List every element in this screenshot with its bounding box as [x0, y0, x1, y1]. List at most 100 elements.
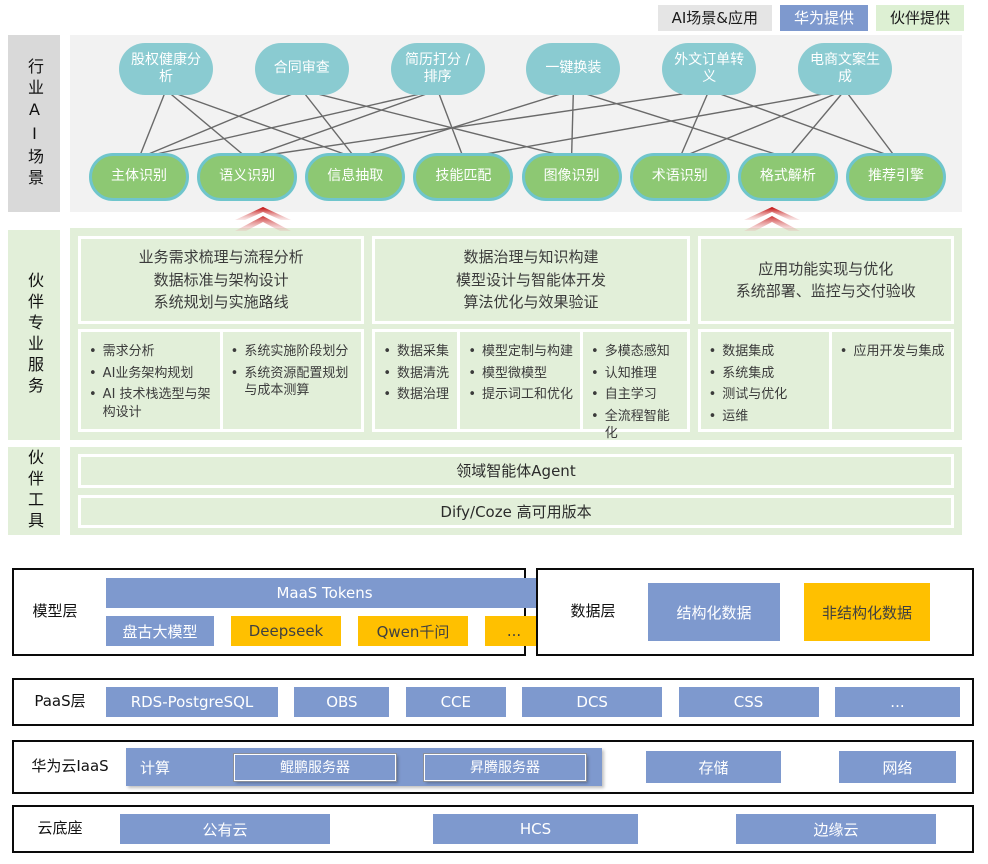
bullet-text: 多模态感知 — [604, 344, 670, 359]
partner-services-panel: 业务需求梳理与流程分析数据标准与架构设计系统规划与实施路线•需求分析•AI业务架… — [70, 228, 962, 441]
bullet-dot: • — [383, 387, 391, 403]
connection-line — [436, 89, 465, 159]
model-chip: Qwen千问 — [358, 616, 468, 646]
iaas-chip: 存储 — [646, 751, 781, 783]
connection-line — [679, 89, 710, 159]
service-group-header: 应用功能实现与优化系统部署、监控与交付验收 — [697, 236, 954, 324]
server-box: 鲲鹏服务器 — [234, 753, 396, 781]
bullet-text: 运维 — [722, 408, 749, 424]
service-column: •数据采集•数据清洗•数据治理 — [375, 332, 457, 429]
compute-bar: 计算 鲲鹏服务器昇腾服务器 — [126, 748, 602, 786]
service-group-header: 数据治理与知识构建模型设计与智能体开发算法优化与效果验证 — [372, 236, 690, 324]
bullet-text: 数据集成 — [722, 344, 775, 359]
paas-chip: OBS — [294, 687, 390, 717]
data-chip: 结构化数据 — [648, 583, 780, 641]
scenario-top-node: 外文订单转 义 — [662, 43, 757, 95]
bullet-text: 模型微模型 — [482, 365, 548, 381]
connection-line — [247, 89, 710, 159]
legend-chip-app: AI场景&应用 — [657, 5, 772, 31]
service-header-line: 数据标准与架构设计 — [153, 270, 289, 289]
bullet-dot: • — [708, 387, 717, 403]
connection-line — [165, 89, 356, 159]
service-column: • 应用开发与集成 — [828, 332, 951, 429]
bullet-item: •系统集成 — [709, 365, 825, 383]
bullet-text: AI 技术栈选型与架构设计 — [102, 387, 211, 420]
bullet-dot: • — [383, 365, 391, 381]
bullet-dot: • — [468, 344, 477, 359]
cloud-base-chip: 边缘云 — [736, 814, 936, 844]
bullet-text: AI业务架构规划 — [102, 365, 194, 381]
capability-node: 主体识别 — [89, 153, 189, 201]
connection-line — [570, 89, 575, 159]
bullet-text: 数据采集 — [397, 344, 450, 359]
connection-line — [138, 89, 303, 159]
capability-node: 技能匹配 — [413, 153, 514, 201]
bullet-item: •模型定制与构建 — [468, 343, 576, 361]
bullet-dot: • — [708, 344, 717, 359]
bullet-item: •系统实施阶段划分 — [231, 343, 358, 361]
tool-bar: 领域智能体Agent — [78, 454, 954, 488]
connection-lines-svg — [138, 89, 897, 159]
bullet-dot: • — [591, 387, 599, 403]
bullet-dot: • — [839, 344, 848, 359]
connection-line — [708, 89, 897, 159]
bullet-dot: • — [591, 365, 599, 381]
model-chip: 盘古大模型 — [106, 616, 214, 646]
bullet-dot: • — [591, 408, 599, 424]
bullet-item: •测试与优化 — [709, 386, 825, 404]
cloud-base-chip: HCS — [433, 814, 638, 844]
bullet-text: 需求分析 — [102, 344, 155, 359]
capability-node: 推荐引擎 — [845, 153, 946, 201]
server-boxes: 鲲鹏服务器昇腾服务器 — [234, 753, 586, 781]
legend-chip-huawei: 华为提供 — [779, 5, 868, 31]
bullet-item: • AI 技术栈选型与架构设计 — [89, 386, 216, 421]
bullet-text: 应用开发与集成 — [853, 344, 945, 359]
scenario-top-node: 股权健康分 析 — [119, 43, 213, 95]
cloud-base-chip: 公有云 — [120, 814, 330, 844]
connection-line — [787, 89, 846, 159]
bullet-item: • 数据集成 — [709, 343, 825, 361]
bullet-item: • 多模态感知 — [591, 343, 683, 361]
bullet-dot: • — [708, 365, 717, 381]
service-header-line: 业务需求梳理与流程分析 — [138, 248, 304, 267]
capability-node: 术语识别 — [629, 153, 730, 201]
connection-line — [301, 89, 356, 159]
service-column: •数据集成•系统集成•测试与优化•运维 — [701, 332, 829, 429]
bullet-item: • 数据治理 — [383, 386, 453, 404]
scenario-top-node: 简历打分 / 排序 — [390, 43, 485, 95]
service-columns: •数据采集•数据清洗•数据治理•模型定制与构建•模型微模型•提示词工和优化•多模… — [372, 329, 690, 441]
paas-layer-label: PaaS层 — [34, 692, 86, 711]
scenario-top-row: 股权健康分 析合同审查简历打分 / 排序一键换装外文订单转 义电商文案生 成 — [119, 43, 892, 95]
bullet-dot: • — [591, 344, 599, 359]
connection-line — [246, 89, 438, 159]
data-chip-row: 结构化数据非结构化数据 — [648, 583, 972, 641]
connection-line — [138, 89, 167, 159]
iaas-layer-section: 华为云IaaS 计算 鲲鹏服务器昇腾服务器 存储网络 — [12, 740, 974, 794]
bullet-item: •全流程智能化 — [591, 408, 683, 443]
connection-line — [573, 89, 789, 159]
service-columns: •需求分析•AI业务架构规划•AI 技术栈选型与架构设计•系统实施阶段划分•系统… — [78, 329, 365, 432]
service-group: 数据治理与知识构建模型设计与智能体开发算法优化与效果验证•数据采集•数据清洗•数… — [372, 236, 690, 441]
paas-chip: CCE — [405, 687, 506, 717]
model-chip: Deepseek — [231, 616, 341, 646]
paas-chip: ... — [834, 687, 960, 717]
bullet-text: 自主学习 — [604, 387, 657, 403]
bullet-dot: • — [708, 408, 717, 424]
service-header-line: 应用功能实现与优化 — [758, 259, 894, 278]
bullet-item: •提示词工和优化 — [468, 386, 576, 404]
bullet-text: 数据治理 — [397, 387, 450, 403]
legend: AI场景&应用华为提供伙伴提供 — [657, 5, 964, 31]
bullet-item: • 自主学习 — [591, 386, 683, 404]
scenario-top-node: 合同审查 — [254, 43, 349, 95]
capability-node: 图像识别 — [521, 153, 622, 201]
bullet-dot: • — [468, 387, 477, 403]
bullet-text: 系统实施阶段划分 — [244, 344, 349, 359]
iaas-chip: 网络 — [839, 751, 956, 783]
connection-line — [138, 89, 438, 159]
capability-node: 格式解析 — [737, 153, 838, 201]
bullet-dot: • — [89, 387, 97, 403]
